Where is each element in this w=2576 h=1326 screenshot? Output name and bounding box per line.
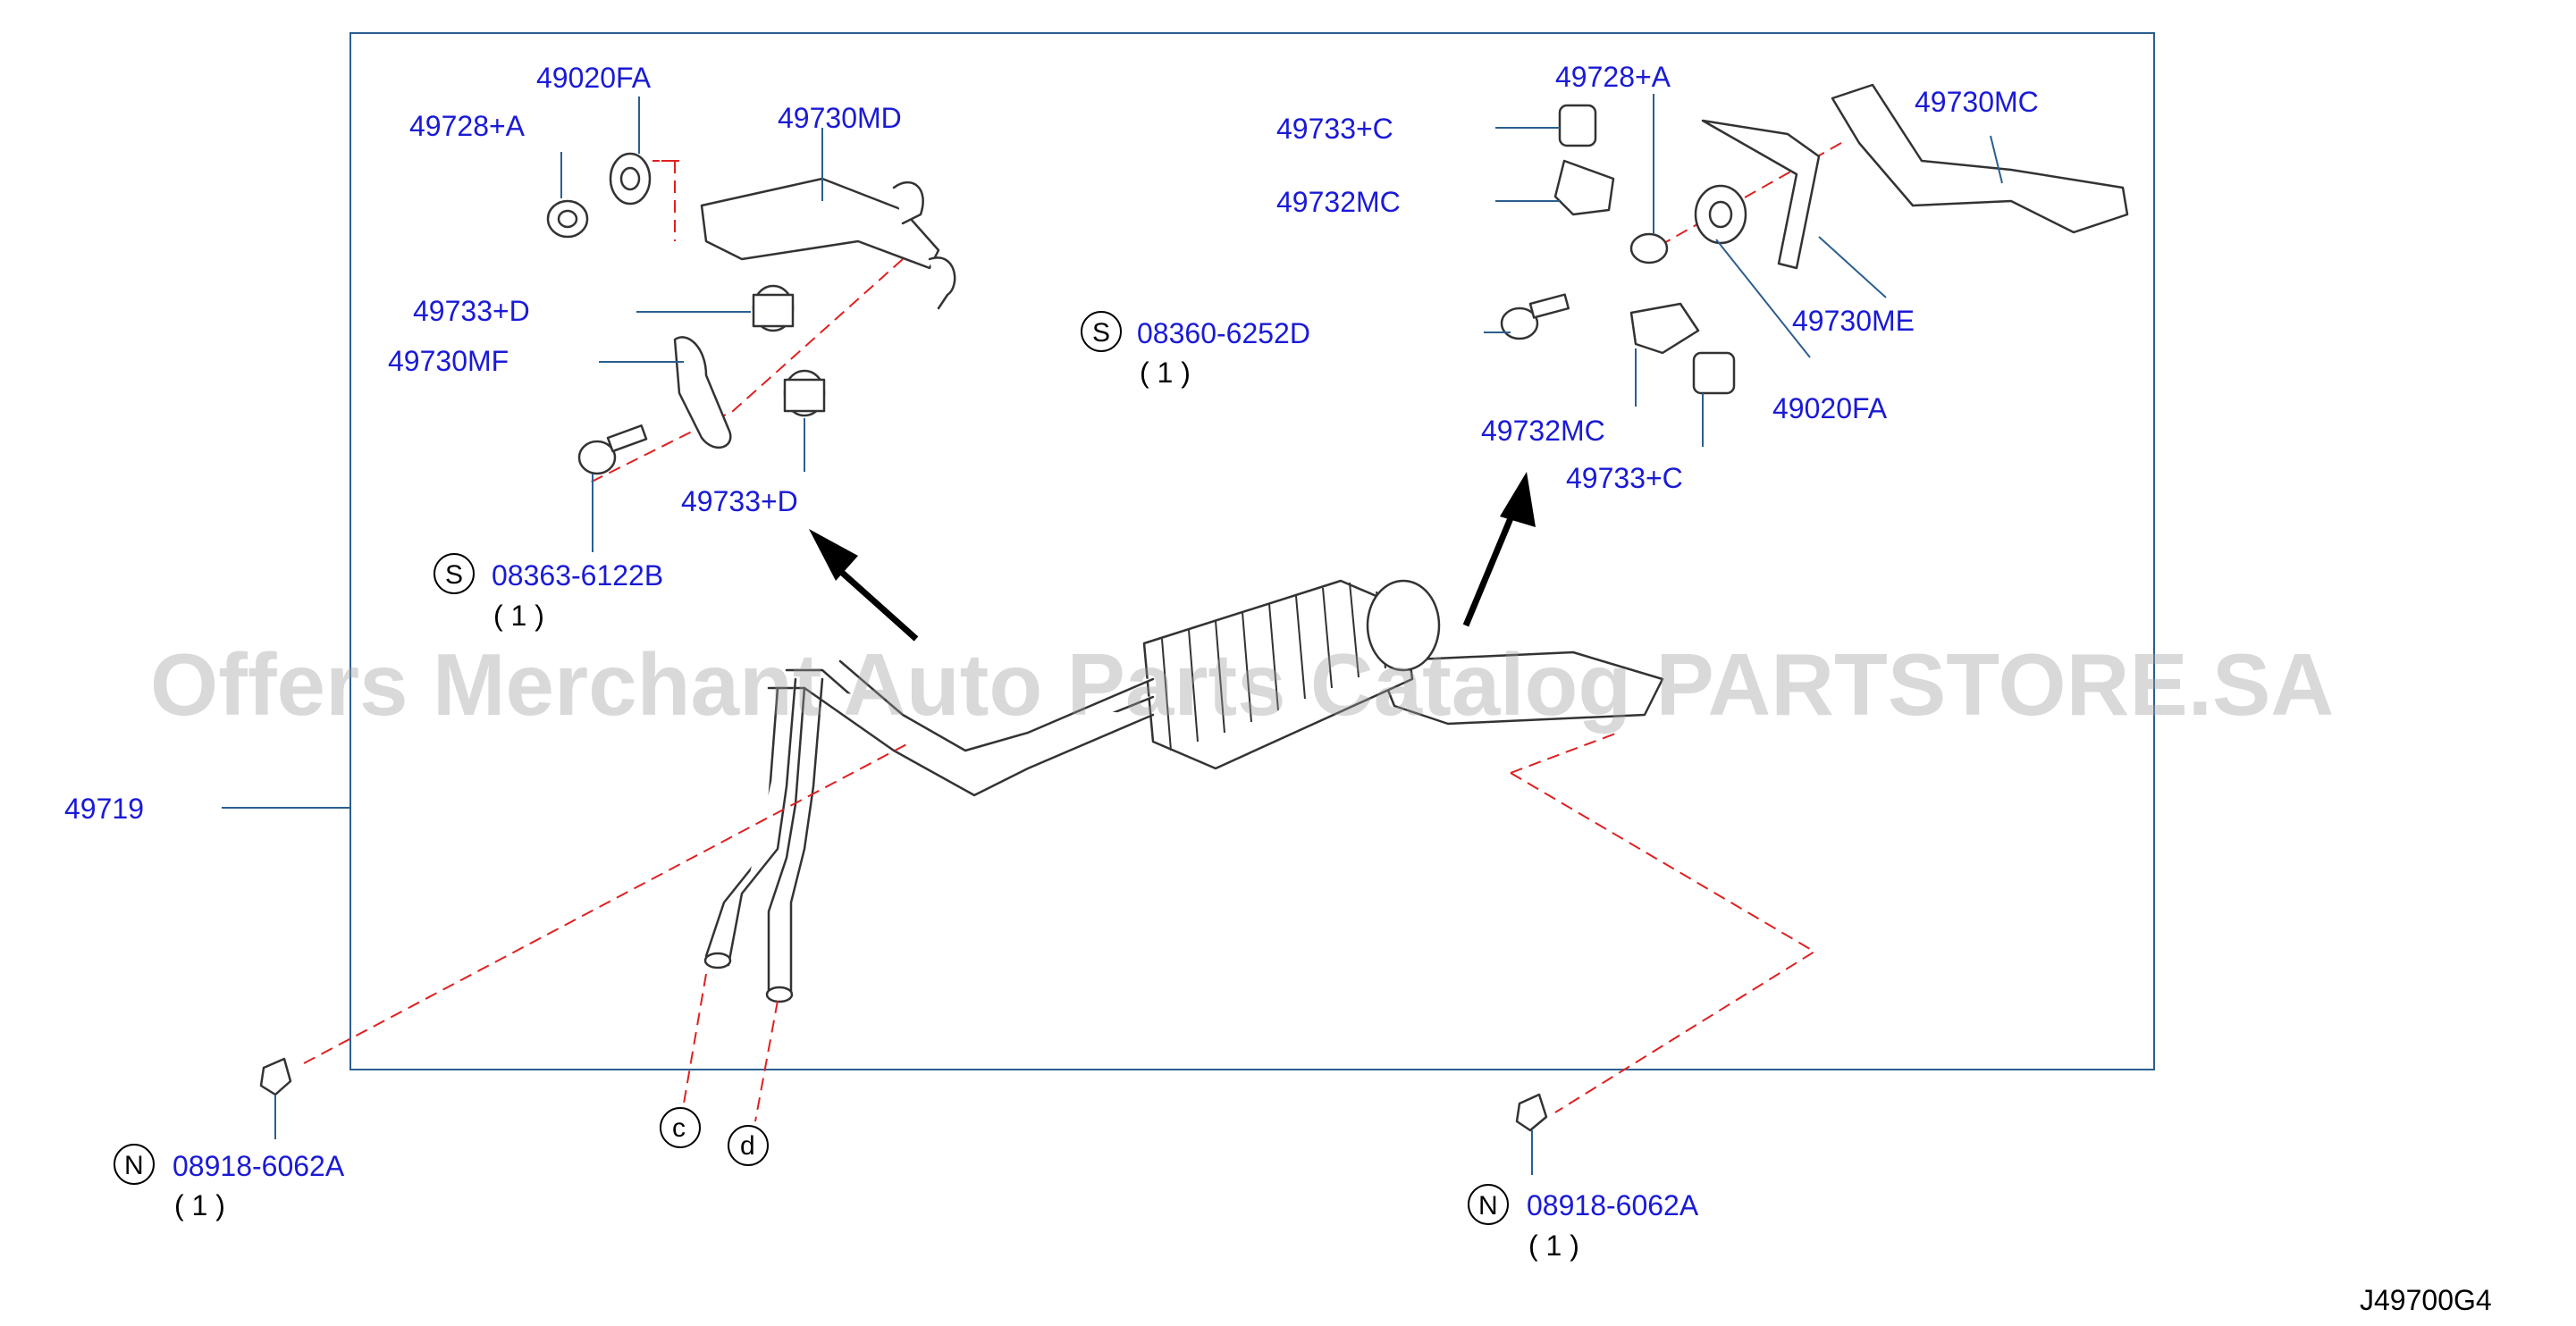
part-number-49733c-bottom[interactable]: 49733+C <box>1566 462 1683 494</box>
part-number-49730md[interactable]: 49730MD <box>778 102 902 134</box>
clip-49733c-bottom <box>1692 351 1736 395</box>
part-number-08918-left[interactable]: 08918-6062A <box>173 1150 345 1182</box>
part-number-08918-right[interactable]: 08918-6062A <box>1527 1189 1699 1221</box>
s-mark-label: S <box>1092 318 1110 348</box>
n-mark-icon <box>1468 1184 1509 1225</box>
n-mark-icon <box>114 1144 155 1185</box>
assembly-frame <box>349 32 2155 1070</box>
bolt-08360-right <box>1500 293 1570 340</box>
bracket-49730mc <box>1831 83 2129 234</box>
part-number-49728a-left[interactable]: 49728+A <box>409 110 526 142</box>
s-mark-label: S <box>445 560 463 590</box>
part-number-49728a-right[interactable]: 49728+A <box>1555 61 1671 93</box>
n-mark-label: N <box>1478 1191 1498 1221</box>
clamp-49730mf <box>673 336 732 449</box>
quantity-08918-right: ( 1 ) <box>1528 1229 1579 1262</box>
part-number-49730mc[interactable]: 49730MC <box>1915 86 2039 118</box>
part-number-49733d-top[interactable]: 49733+D <box>413 295 530 327</box>
arrow-right-detail <box>1462 472 1536 627</box>
part-number-49730mf[interactable]: 49730MF <box>388 345 509 377</box>
bracket-49730md <box>700 177 956 310</box>
collar-49728a-right <box>1629 232 1669 264</box>
part-number-49732mc-bottom[interactable]: 49732MC <box>1481 415 1605 447</box>
bolt-08363-left <box>577 424 648 475</box>
connection-dashes <box>303 142 1842 1122</box>
s-mark-icon <box>434 553 475 594</box>
n-mark-label: N <box>124 1151 144 1180</box>
bushing-49733d-top <box>752 284 795 332</box>
clip-49733c-top <box>1558 104 1597 147</box>
collar-49728a-left <box>546 199 589 239</box>
d-marker-icon <box>728 1125 769 1166</box>
c-marker-icon <box>660 1107 701 1148</box>
part-number-49020fa-left[interactable]: 49020FA <box>536 62 652 94</box>
bracket-49730me <box>1701 119 1821 270</box>
part-number-49730me[interactable]: 49730ME <box>1792 305 1915 337</box>
part-number-49733c-top[interactable]: 49733+C <box>1276 113 1393 145</box>
part-number-49733d-bottom[interactable]: 49733+D <box>681 485 798 517</box>
part-number-49732mc-top[interactable]: 49732MC <box>1276 186 1401 218</box>
grommet-49020fa-right <box>1694 184 1747 245</box>
watermark: Offers Merchant Auto Parts Catalog PARTS… <box>150 635 2334 734</box>
quantity-08360: ( 1 ) <box>1140 357 1191 389</box>
leader-lines <box>274 94 2003 1175</box>
bushing-49733d-bottom <box>783 369 826 417</box>
clip-49732mc-bottom <box>1629 302 1700 355</box>
nut-08918-right <box>1515 1093 1548 1132</box>
c-marker-label: c <box>672 1113 686 1143</box>
quantity-08363: ( 1 ) <box>493 600 544 632</box>
s-mark-icon <box>1081 311 1122 352</box>
clip-49732mc-top <box>1553 159 1615 216</box>
quantity-08918-left: ( 1 ) <box>174 1189 225 1221</box>
nut-08918-left <box>259 1057 292 1096</box>
part-number-08363[interactable]: 08363-6122B <box>492 559 663 592</box>
d-marker-label: d <box>740 1131 755 1161</box>
arrow-left-detail <box>809 529 919 642</box>
diagram-code: J49700G4 <box>2360 1284 2492 1316</box>
grommet-49020fa-left <box>609 152 652 206</box>
part-number-08360[interactable]: 08360-6252D <box>1137 317 1310 349</box>
oil-cooler-assembly <box>703 579 1664 1003</box>
part-number-49020fa-right[interactable]: 49020FA <box>1772 392 1888 424</box>
part-number-49719[interactable]: 49719 <box>64 793 144 825</box>
